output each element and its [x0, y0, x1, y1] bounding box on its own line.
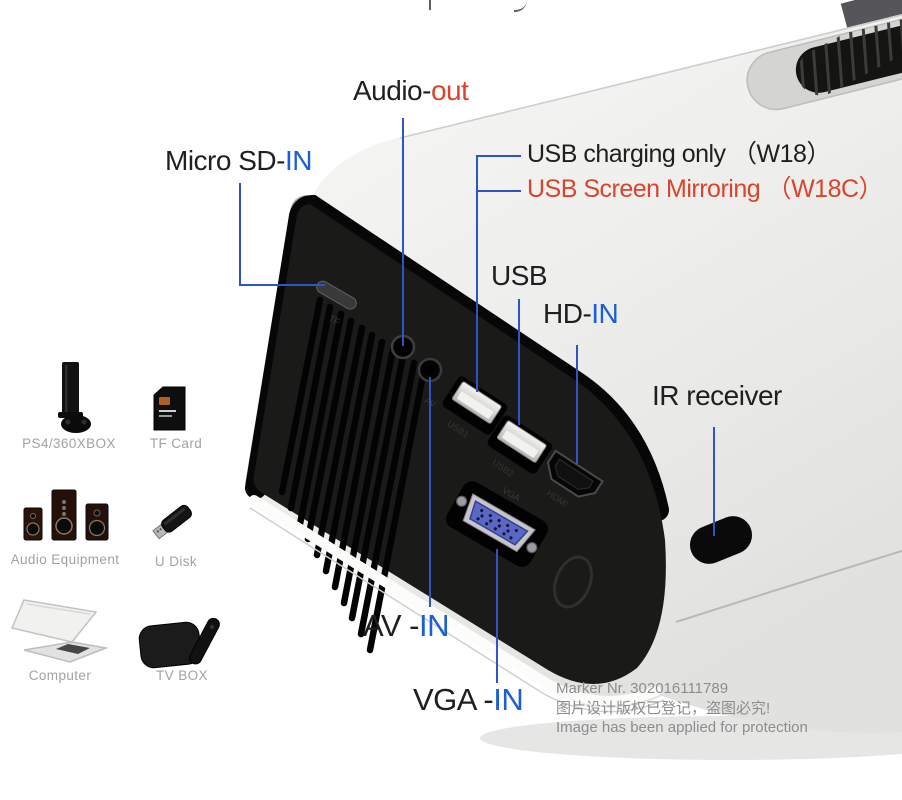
bottom-rim-shadow: [249, 507, 665, 713]
watermark-line2: 图片设计版权已登记，盗图必究!: [556, 699, 771, 717]
usb-port-2: USB2: [487, 415, 553, 479]
device-label-u-disk: U Disk: [154, 554, 198, 569]
focus-wheel: [746, 12, 902, 111]
bottom-rim: [249, 495, 661, 706]
tf-card-icon: [153, 386, 186, 431]
label-av-suffix: IN: [419, 608, 450, 643]
annotation-line-usb-bracket-v: [476, 155, 478, 392]
speakers-icon: [23, 489, 109, 541]
device-label-computer: Computer: [28, 668, 92, 683]
body-seam-line: [675, 550, 902, 623]
body-top-edge: [399, 14, 902, 139]
label-usb: USB: [491, 260, 548, 291]
label-usb-charging-only: USB charging only （W18）: [527, 140, 831, 168]
label-vga-suffix: IN: [493, 682, 524, 717]
annotation-line-micro-sd-h: [239, 284, 325, 286]
label-vga-prefix: VGA -: [413, 682, 494, 717]
tv-box-icon: [138, 617, 220, 669]
annotation-line-micro-sd-v: [239, 183, 241, 286]
label-audio-out-suffix: out: [430, 75, 469, 106]
label-av-in: AV -IN: [363, 608, 450, 643]
watermark-line3: Image has been applied for protection: [556, 719, 808, 736]
vga-port: VGA: [446, 481, 548, 567]
watermark-line1: Marker Nr. 302016111789: [556, 680, 729, 697]
label-micro-sd-suffix: IN: [284, 145, 313, 176]
device-label-tf-card: TF Card: [149, 436, 203, 451]
annotation-line-audio-out: [402, 118, 404, 346]
label-hd-suffix: IN: [591, 298, 619, 329]
device-label-audio-equipment: Audio Equipment: [10, 552, 120, 567]
annotation-line-usb: [518, 299, 520, 425]
label-hd-in: HD-IN: [543, 298, 619, 330]
annotation-line-usb-bracket-tick2: [478, 190, 521, 192]
vent-grille: [278, 296, 428, 654]
label-ir-receiver: IR receiver: [652, 380, 782, 411]
annotation-line-hd-in: [576, 345, 578, 464]
label-hd-prefix: HD-: [543, 298, 592, 329]
annotation-line-usb-bracket-tick1: [478, 155, 521, 157]
usb-drive-icon: [152, 504, 192, 540]
laptop-icon: [10, 599, 109, 663]
label-micro-sd-prefix: Micro SD-: [165, 145, 285, 176]
game-console-icon: [58, 362, 91, 433]
device-label-tv-box: TV BOX: [156, 668, 208, 683]
power-button-ring: [552, 555, 594, 609]
label-usb-screen-mirroring: USB Screen Mirroring （W18C）: [527, 175, 884, 203]
annotation-line-vga-in: [496, 549, 498, 683]
panel-label-tf: TF: [327, 313, 342, 327]
label-audio-out-prefix: Audio-: [353, 75, 431, 106]
label-audio-out: Audio-out: [353, 75, 469, 107]
ir-receiver-window: [689, 516, 753, 564]
label-micro-sd-in: Micro SD-IN: [165, 145, 313, 177]
label-vga-in: VGA -IN: [413, 682, 524, 717]
cropped-text-remnant: [429, 0, 431, 10]
label-av-prefix: AV -: [363, 608, 420, 643]
annotation-line-av-in: [429, 377, 431, 607]
watermark: Marker Nr. 302016111789 图片设计版权已登记，盗图必究! …: [556, 679, 808, 738]
device-label-ps4: PS4/360XBOX: [22, 436, 116, 451]
annotation-line-ir: [713, 427, 715, 536]
usb-port-1: USB1: [442, 376, 508, 440]
